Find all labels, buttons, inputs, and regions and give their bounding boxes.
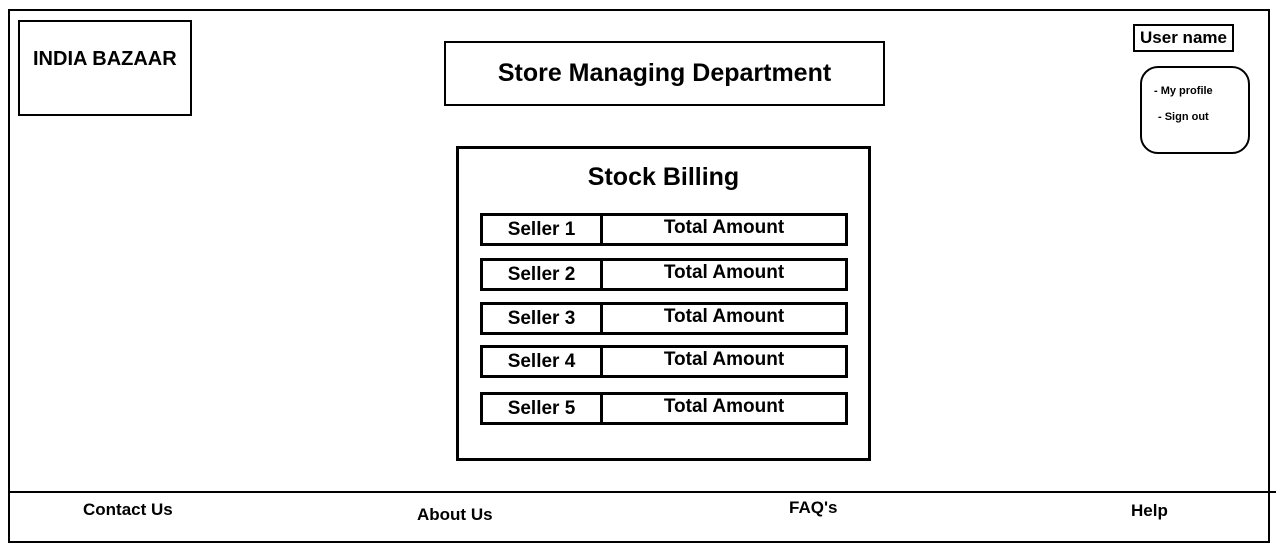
- footer-divider: [8, 491, 1276, 493]
- menu-item-my-profile[interactable]: - My profile: [1154, 85, 1213, 97]
- total-amount-cell[interactable]: Total Amount: [663, 261, 785, 283]
- total-amount-cell[interactable]: Total Amount: [663, 395, 785, 417]
- footer-link-faq[interactable]: FAQ's: [789, 498, 838, 517]
- seller-cell[interactable]: Seller 1: [483, 216, 603, 243]
- total-amount-cell[interactable]: Total Amount: [663, 305, 785, 327]
- menu-item-sign-out[interactable]: - Sign out: [1158, 111, 1209, 123]
- total-amount-cell[interactable]: Total Amount: [663, 216, 785, 238]
- total-amount-cell[interactable]: Total Amount: [663, 348, 785, 370]
- seller-cell[interactable]: Seller 3: [483, 305, 603, 332]
- panel-title: Stock Billing: [587, 163, 740, 191]
- billing-row: Seller 3 Total Amount: [480, 302, 848, 335]
- footer-link-help[interactable]: Help: [1131, 501, 1168, 520]
- footer-link-contact-us[interactable]: Contact Us: [83, 500, 173, 519]
- page-title: Store Managing Department: [444, 41, 885, 106]
- billing-row: Seller 2 Total Amount: [480, 258, 848, 291]
- logo[interactable]: INDIA BAZAAR: [18, 20, 192, 116]
- seller-cell[interactable]: Seller 2: [483, 261, 603, 288]
- user-dropdown-menu: - My profile - Sign out: [1140, 66, 1250, 154]
- billing-row: Seller 5 Total Amount: [480, 392, 848, 425]
- billing-row: Seller 4 Total Amount: [480, 345, 848, 378]
- user-name-button[interactable]: User name: [1133, 24, 1234, 52]
- page-frame: [8, 9, 1270, 543]
- logo-text: INDIA BAZAAR: [33, 48, 177, 70]
- seller-cell[interactable]: Seller 4: [483, 348, 603, 375]
- stock-billing-panel: Stock Billing: [456, 146, 871, 461]
- billing-row: Seller 1 Total Amount: [480, 213, 848, 246]
- seller-cell[interactable]: Seller 5: [483, 395, 603, 422]
- footer-link-about-us[interactable]: About Us: [417, 505, 493, 524]
